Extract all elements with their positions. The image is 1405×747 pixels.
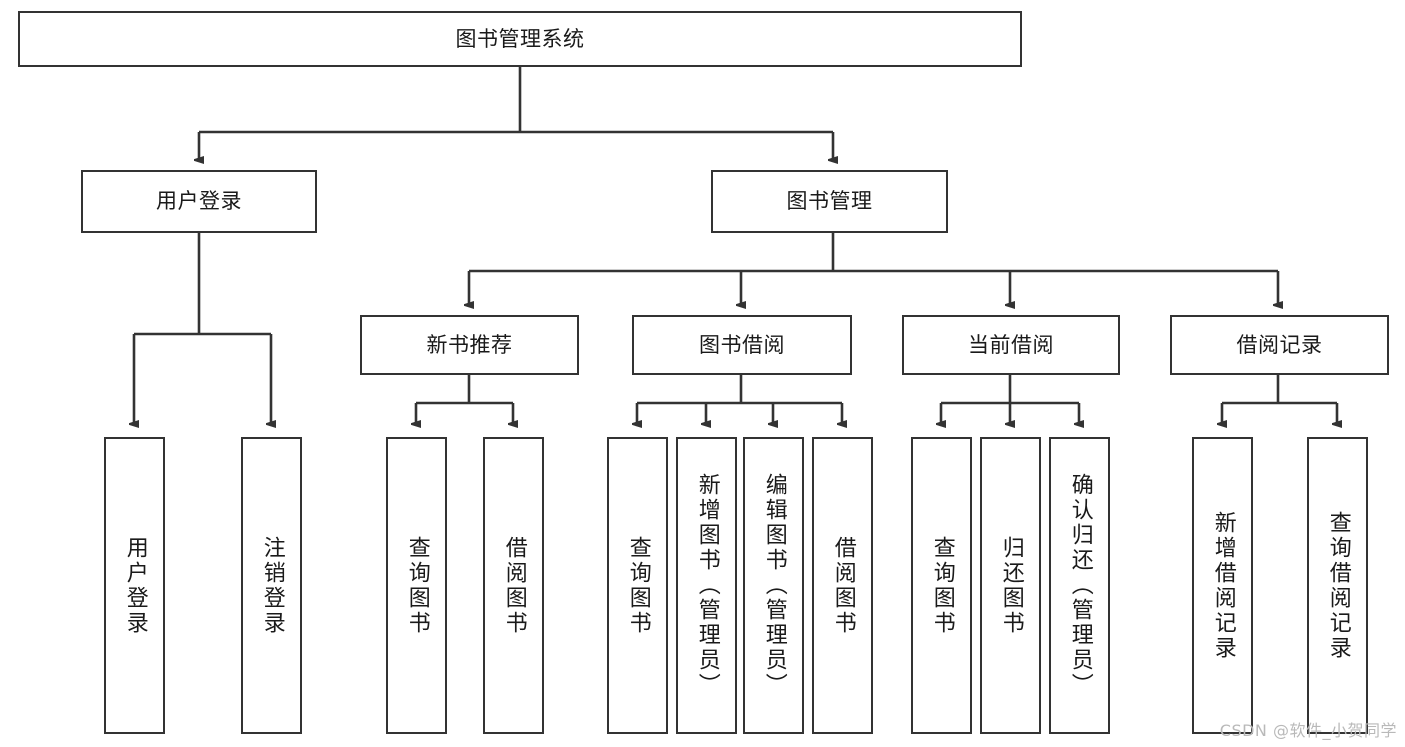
node-new-book-recommend[interactable]: 新书推荐: [360, 315, 579, 375]
node-label: 新增借阅记录: [1210, 510, 1236, 661]
leaf-confirm-return-admin[interactable]: 确认归还（管理员）: [1049, 437, 1110, 734]
node-book-borrow[interactable]: 图书借阅: [632, 315, 852, 375]
leaf-borrow-book-2[interactable]: 借阅图书: [812, 437, 873, 734]
leaf-borrow-book-1[interactable]: 借阅图书: [483, 437, 544, 734]
node-label: 借阅记录: [1236, 332, 1323, 357]
node-label: 查询图书: [625, 535, 651, 636]
node-label: 新增图书（管理员）: [694, 473, 720, 698]
node-label: 确认归还（管理员）: [1067, 473, 1093, 698]
node-label: 归还图书: [998, 535, 1024, 636]
node-label: 查询借阅记录: [1325, 510, 1351, 661]
node-label: 当前借阅: [968, 332, 1054, 357]
node-label: 图书管理: [786, 189, 873, 214]
node-label: 图书管理系统: [455, 26, 585, 51]
leaf-logout-login[interactable]: 注销登录: [241, 437, 302, 734]
node-label: 借阅图书: [830, 535, 856, 636]
node-label: 查询图书: [929, 535, 955, 636]
leaf-query-book-3[interactable]: 查询图书: [911, 437, 972, 734]
node-label: 图书借阅: [699, 332, 785, 357]
node-label: 用户登录: [156, 189, 242, 214]
node-label: 用户登录: [122, 535, 148, 636]
node-label: 新书推荐: [426, 332, 513, 357]
node-book-management[interactable]: 图书管理: [711, 170, 948, 233]
leaf-query-borrow-record[interactable]: 查询借阅记录: [1307, 437, 1368, 734]
leaf-edit-book-admin[interactable]: 编辑图书（管理员）: [743, 437, 804, 734]
node-label: 查询图书: [404, 535, 430, 636]
csdn-watermark: CSDN @软件_小贺同学: [1219, 721, 1397, 740]
node-label: 注销登录: [259, 535, 285, 636]
leaf-query-book-2[interactable]: 查询图书: [607, 437, 668, 734]
node-borrow-record[interactable]: 借阅记录: [1170, 315, 1389, 375]
node-book-management-system[interactable]: 图书管理系统: [18, 11, 1022, 67]
node-current-borrow[interactable]: 当前借阅: [902, 315, 1120, 375]
leaf-return-book[interactable]: 归还图书: [980, 437, 1041, 734]
node-label: 借阅图书: [501, 535, 527, 636]
leaf-add-book-admin[interactable]: 新增图书（管理员）: [676, 437, 737, 734]
node-user-login[interactable]: 用户登录: [81, 170, 317, 233]
leaf-query-book-1[interactable]: 查询图书: [386, 437, 447, 734]
leaf-user-login[interactable]: 用户登录: [104, 437, 165, 734]
node-label: 编辑图书（管理员）: [761, 473, 787, 698]
leaf-add-borrow-record[interactable]: 新增借阅记录: [1192, 437, 1253, 734]
